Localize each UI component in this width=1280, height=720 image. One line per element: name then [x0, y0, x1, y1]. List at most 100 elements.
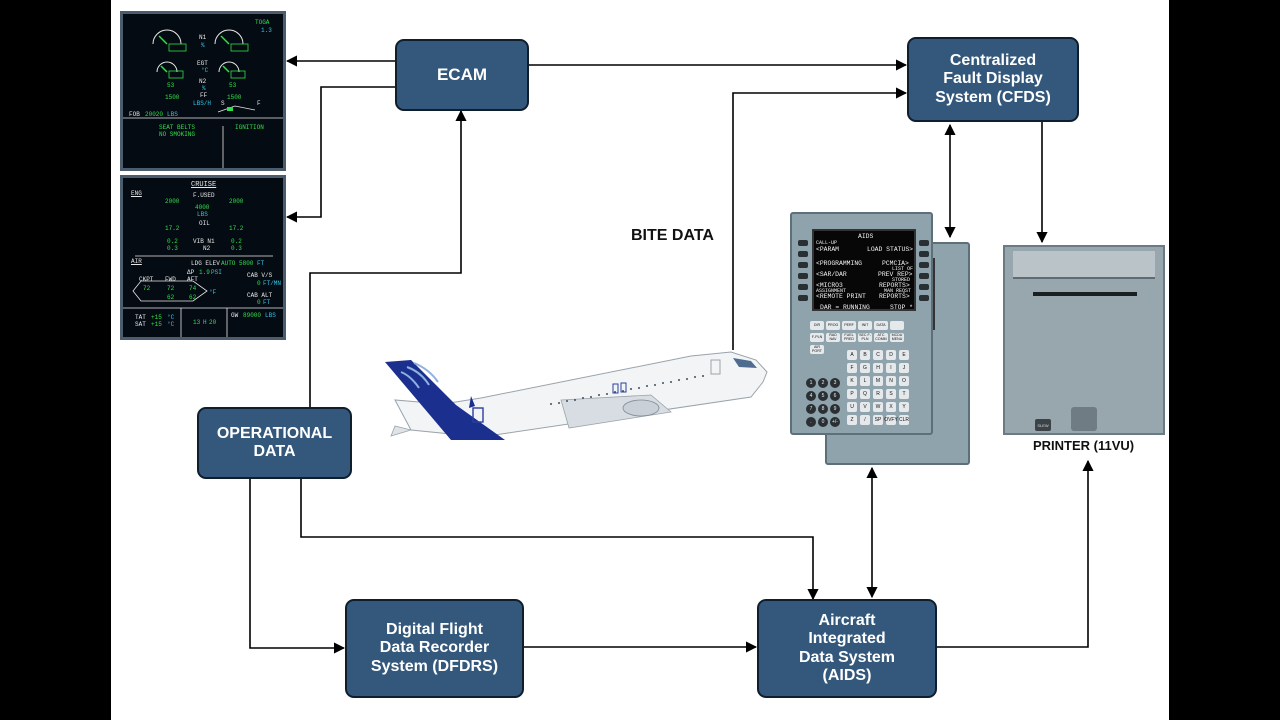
mcdu-function-key[interactable]: DATA: [874, 321, 888, 330]
mcdu-letter-key[interactable]: W: [873, 402, 883, 412]
mcdu-function-key-label: MCDU MENU: [891, 332, 903, 341]
mcdu-letter-key[interactable]: E: [899, 350, 909, 360]
mcdu-number-key-label: 6: [833, 393, 837, 399]
mcdu-line-select-key[interactable]: [798, 262, 808, 268]
eng1-egt: 53: [167, 82, 175, 89]
mcdu-sar-dar: <SAR/DAR: [816, 271, 847, 278]
mcdu-function-key[interactable]: RAD NAV: [826, 333, 840, 342]
mcdu-letter-key[interactable]: OVFY: [884, 415, 898, 425]
temp-aft-duct: 62: [189, 294, 197, 301]
mcdu-letter-key[interactable]: SP: [873, 415, 883, 425]
mcdu-number-key[interactable]: 1: [806, 378, 816, 388]
mcdu-number-key[interactable]: .: [806, 417, 816, 427]
egt-label: EGT: [197, 60, 208, 67]
mcdu-function-key[interactable]: AIR PORT: [810, 345, 824, 354]
mcdu-letter-key-label: H: [876, 365, 880, 371]
mcdu-function-key[interactable]: PROG: [826, 321, 840, 330]
mcdu-function-key[interactable]: INIT: [858, 321, 872, 330]
mcdu-line-select-key[interactable]: [919, 240, 929, 246]
ckpt-label: CKPT: [139, 276, 154, 283]
mcdu-function-key[interactable]: MCDU MENU: [890, 333, 904, 342]
mcdu-line-select-key[interactable]: [798, 284, 808, 290]
mcdu-line-select-key[interactable]: [919, 262, 929, 268]
mcdu-function-key[interactable]: F-PLN: [810, 333, 824, 342]
mcdu-letter-key-label: J: [902, 365, 906, 371]
mcdu-line-select-key[interactable]: [798, 240, 808, 246]
mcdu-letter-key[interactable]: B: [860, 350, 870, 360]
mcdu-letter-key[interactable]: I: [886, 363, 896, 373]
mcdu-number-key[interactable]: 3: [830, 378, 840, 388]
vib2a: 0.2: [231, 238, 242, 245]
mcdu-function-key[interactable]: ATC COMM: [874, 333, 888, 342]
mcdu-line-select-key[interactable]: [919, 295, 929, 301]
mcdu-letter-key[interactable]: P: [847, 389, 857, 399]
mcdu-number-key[interactable]: 2: [818, 378, 828, 388]
mcdu-number-key[interactable]: +/-: [830, 417, 840, 427]
mcdu-function-key-label: FUEL PRED: [844, 332, 854, 341]
mcdu-letter-key[interactable]: O: [899, 376, 909, 386]
mcdu-line-select-key[interactable]: [798, 251, 808, 257]
mcdu-letter-key-label: C: [876, 352, 880, 358]
mcdu-letter-key[interactable]: M: [873, 376, 883, 386]
mcdu-letter-key[interactable]: T: [899, 389, 909, 399]
mcdu-number-key[interactable]: 6: [830, 391, 840, 401]
mcdu-letter-key[interactable]: R: [873, 389, 883, 399]
fused1-value: 2000: [165, 198, 180, 205]
mcdu-line-select-key[interactable]: [919, 251, 929, 257]
mcdu-function-key[interactable]: SEC F-PLN: [858, 333, 872, 342]
vib2b: 0.3: [231, 245, 242, 252]
flap-s-label: S: [221, 100, 225, 107]
mcdu-letter-key[interactable]: /: [860, 415, 870, 425]
mcdu-number-key[interactable]: 0: [818, 417, 828, 427]
mcdu-function-key[interactable]: FUEL PRED: [842, 333, 856, 342]
printer-paper-slot: [1033, 292, 1137, 296]
mcdu-remote-print: <REMOTE PRINT: [816, 293, 866, 300]
mcdu-letter-key[interactable]: Z: [847, 415, 857, 425]
fused-label: F.USED: [193, 192, 215, 199]
mcdu-letter-key[interactable]: J: [899, 363, 909, 373]
mcdu-number-key[interactable]: 9: [830, 404, 840, 414]
cruise-page-lines: [123, 255, 283, 337]
mcdu-letter-key[interactable]: H: [873, 363, 883, 373]
mcdu-letter-key[interactable]: C: [873, 350, 883, 360]
mcdu-letter-key[interactable]: D: [886, 350, 896, 360]
operational-data-box: OPERATIONAL DATA: [197, 407, 352, 479]
connector-layer: [249, 55, 1094, 654]
mcdu-param: <PARAM: [816, 246, 840, 253]
mcdu-letter-key[interactable]: G: [860, 363, 870, 373]
time-hours-suffix: H: [203, 319, 207, 326]
mcdu-letter-key[interactable]: Y: [899, 402, 909, 412]
mcdu-function-key[interactable]: DIR: [810, 321, 824, 330]
aircraft-illustration: [385, 351, 768, 440]
mcdu-letter-key[interactable]: V: [860, 402, 870, 412]
mcdu-letter-key[interactable]: F: [847, 363, 857, 373]
n1-unit: %: [201, 42, 205, 49]
mcdu-letter-key[interactable]: U: [847, 402, 857, 412]
mcdu-number-key[interactable]: 4: [806, 391, 816, 401]
mcdu-number-key[interactable]: 8: [818, 404, 828, 414]
mcdu-function-key[interactable]: PERF: [842, 321, 856, 330]
mcdu-letter-key[interactable]: A: [847, 350, 857, 360]
mcdu-number-key-label: +/-: [832, 419, 838, 425]
mcdu-line-select-key[interactable]: [919, 273, 929, 279]
mcdu-number-key[interactable]: 7: [806, 404, 816, 414]
mcdu-letter-key[interactable]: X: [886, 402, 896, 412]
mcdu-letter-key[interactable]: Q: [860, 389, 870, 399]
mcdu-line-select-key[interactable]: [919, 284, 929, 290]
printer-slew-button[interactable]: SLEW: [1035, 419, 1051, 431]
ff1-value: 1500: [165, 94, 180, 101]
tat-label: TAT: [135, 314, 146, 321]
ldg-auto: AUTO: [221, 260, 236, 267]
mcdu-number-key[interactable]: 5: [818, 391, 828, 401]
cab-alt-value: 0: [257, 299, 261, 306]
ecam-box: ECAM: [395, 39, 529, 111]
printer-latch[interactable]: [1071, 407, 1097, 431]
mcdu-function-key[interactable]: [890, 321, 904, 330]
mcdu-letter-key[interactable]: L: [860, 376, 870, 386]
mcdu-letter-key[interactable]: CLR: [899, 415, 909, 425]
mcdu-line-select-key[interactable]: [798, 273, 808, 279]
mcdu-letter-key[interactable]: K: [847, 376, 857, 386]
mcdu-letter-key[interactable]: S: [886, 389, 896, 399]
mcdu-letter-key[interactable]: N: [886, 376, 896, 386]
mcdu-line-select-key[interactable]: [798, 295, 808, 301]
